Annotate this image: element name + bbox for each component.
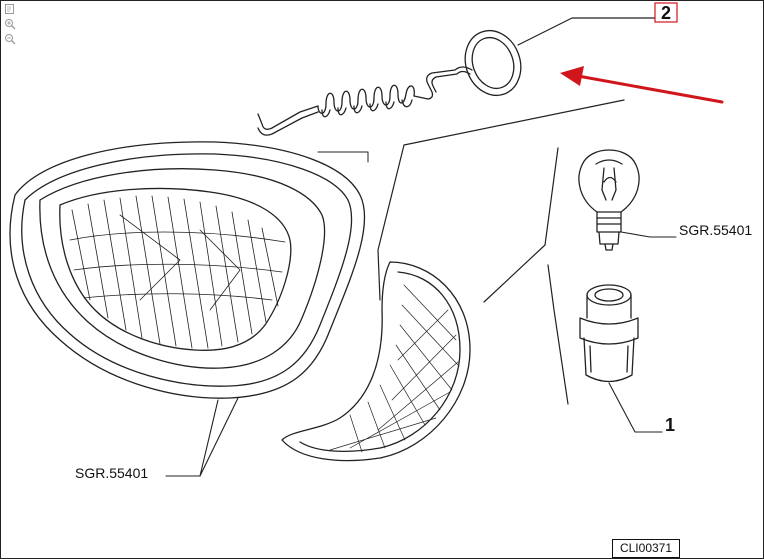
spring-clip-part bbox=[257, 29, 522, 136]
part-1-number[interactable]: 1 bbox=[665, 415, 675, 435]
zoom-out-icon[interactable] bbox=[4, 33, 16, 45]
side-indicator-part bbox=[281, 261, 471, 462]
bulb-part bbox=[578, 149, 640, 251]
lamp-ref-label[interactable]: SGR.55401 bbox=[75, 465, 148, 481]
drawing-code: CLI00371 bbox=[612, 539, 680, 558]
fit-page-icon[interactable] bbox=[4, 3, 16, 15]
bulb-socket-part bbox=[579, 284, 639, 383]
zoom-in-icon[interactable] bbox=[4, 18, 16, 30]
part-2-number[interactable]: 2 bbox=[661, 3, 671, 23]
viewer-toolbar bbox=[4, 3, 18, 48]
bulb-ref-label[interactable]: SGR.55401 bbox=[679, 222, 752, 238]
part-2-callout-box bbox=[654, 2, 678, 23]
highlight-arrow bbox=[560, 66, 724, 104]
headlamp-assembly bbox=[9, 141, 366, 399]
